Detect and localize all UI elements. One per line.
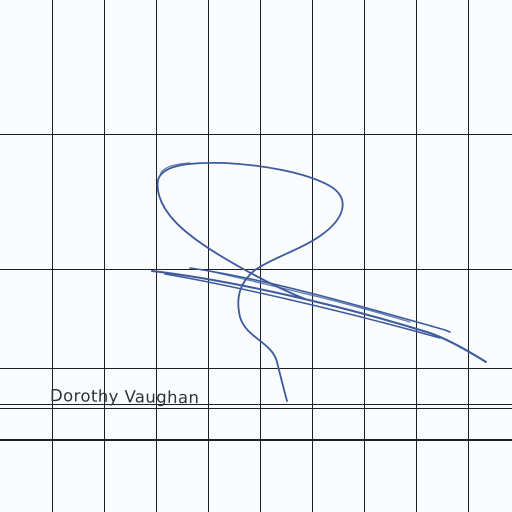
printed-name: Dorothy Vaughan <box>49 386 200 408</box>
